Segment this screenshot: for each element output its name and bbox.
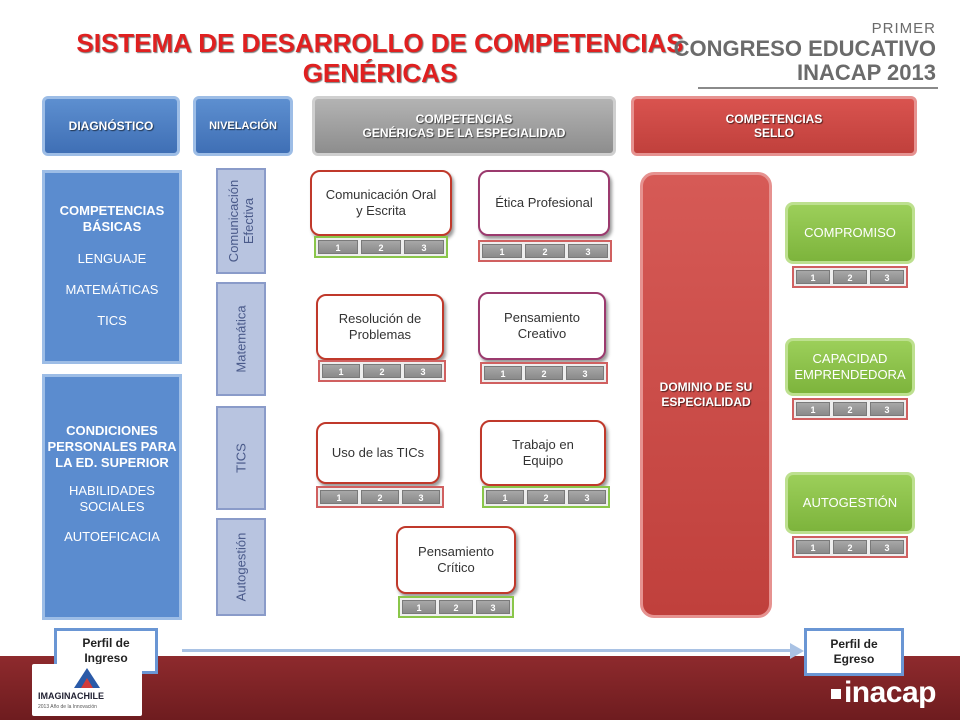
competencia-etica-profesional: Ética Profesional xyxy=(478,170,610,236)
nivelacion-tics: TICS xyxy=(216,406,266,510)
congress-logo: PRIMER CONGRESO EDUCATIVO INACAP 2013 xyxy=(673,20,936,85)
levels-capacidad-emprendedora: 1 2 3 xyxy=(792,398,908,420)
sello-autogestion: AUTOGESTIÓN xyxy=(785,472,915,534)
imaginachile-icon xyxy=(74,668,100,688)
levels-pensamiento-creativo: 1 2 3 xyxy=(480,362,608,384)
inacap-mark-icon xyxy=(830,689,841,700)
perfil-arrow xyxy=(182,649,792,652)
header-genericas: COMPETENCIAS GENÉRICAS DE LA ESPECIALIDA… xyxy=(312,96,616,156)
sello-compromiso: COMPROMISO xyxy=(785,202,915,264)
levels-pensamiento-critico: 1 2 3 xyxy=(398,596,514,618)
page-title: SISTEMA DE DESARROLLO DE COMPETENCIAS GE… xyxy=(76,28,684,88)
competencias-basicas-box: COMPETENCIAS BÁSICAS LENGUAJE MATEMÁTICA… xyxy=(42,170,182,364)
nivelacion-autogestion: Autogestión xyxy=(216,518,266,616)
footer-band xyxy=(0,656,960,720)
imaginachile-logo: IMAGINACHILE 2013 Año de la Innovación xyxy=(32,664,142,716)
levels-resolucion-problemas: 1 2 3 xyxy=(318,360,446,382)
congress-divider xyxy=(698,87,938,89)
perfil-arrow-head xyxy=(790,643,804,659)
header-diagnostico: DIAGNÓSTICO xyxy=(42,96,180,156)
levels-comunicacion-oral: 1 2 3 xyxy=(314,236,448,258)
levels-trabajo-equipo: 1 2 3 xyxy=(482,486,610,508)
nivelacion-comunicacion: Comunicación Efectiva xyxy=(216,168,266,274)
levels-uso-tics: 1 2 3 xyxy=(316,486,444,508)
levels-compromiso: 1 2 3 xyxy=(792,266,908,288)
nivelacion-matematica: Matemática xyxy=(216,282,266,396)
levels-etica-profesional: 1 2 3 xyxy=(478,240,612,262)
header-nivelacion: NIVELACIÓN xyxy=(193,96,293,156)
inacap-logo: inacap xyxy=(830,676,937,710)
levels-autogestion: 1 2 3 xyxy=(792,536,908,558)
header-sello: COMPETENCIAS SELLO xyxy=(631,96,917,156)
competencia-uso-tics: Uso de las TICs xyxy=(316,422,440,484)
condiciones-personales-box: CONDICIONES PERSONALES PARA LA ED. SUPER… xyxy=(42,374,182,620)
